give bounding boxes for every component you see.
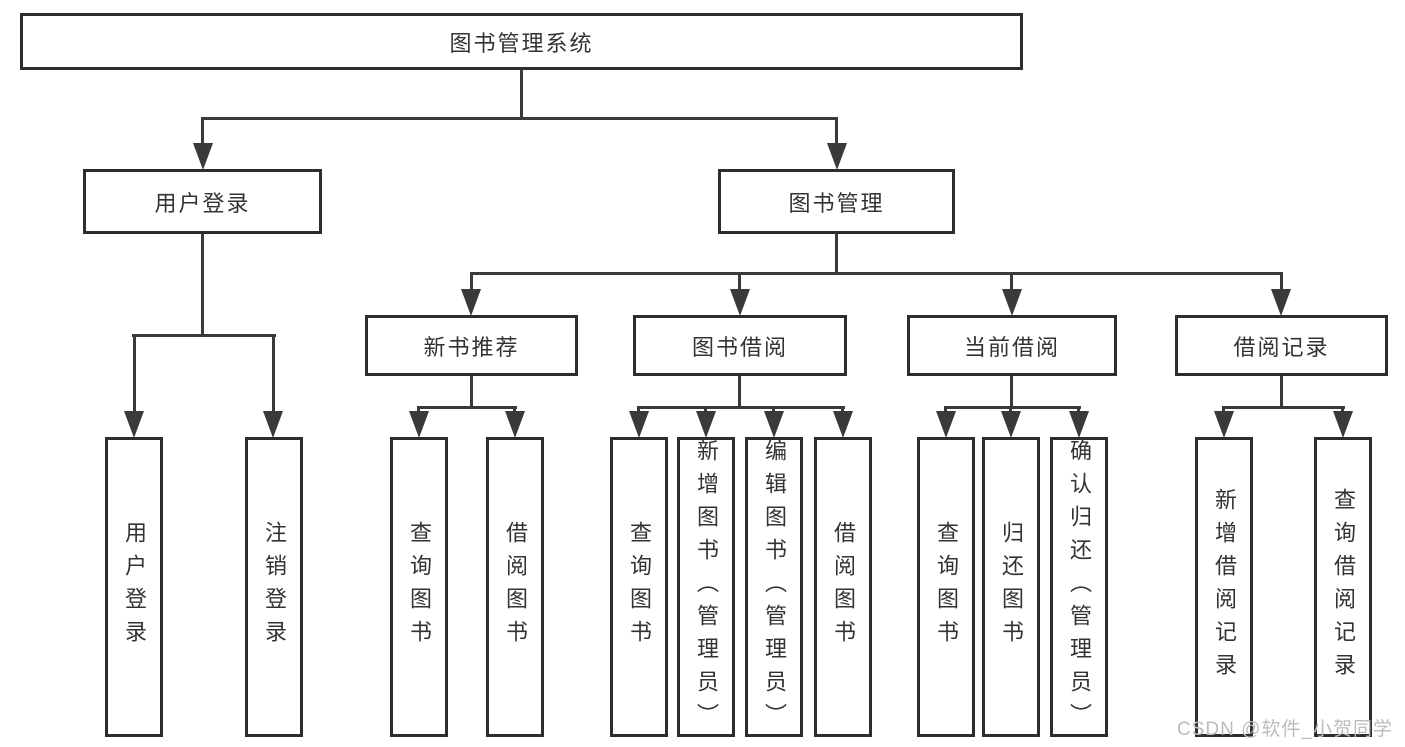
leaf-label: 注销登录 <box>262 521 287 653</box>
arrowhead-leaf <box>1001 411 1021 438</box>
leaf-logout: 注销登录 <box>245 437 303 737</box>
connector-borrow-records-branch <box>1222 406 1345 409</box>
connector-to-borrow-records <box>1280 272 1283 292</box>
node-library-management-system: 图书管理系统 <box>20 13 1023 70</box>
connector-to-user-login <box>201 117 204 145</box>
node-book-borrow: 图书借阅 <box>633 315 847 376</box>
arrowhead-leaf-logout <box>263 411 283 438</box>
leaf-edit-books-admin: 编辑图书（管理员） <box>745 437 803 737</box>
leaf-label: 查询借阅记录 <box>1331 488 1356 686</box>
arrowhead-leaf <box>1214 411 1234 438</box>
connector-new-book-branch <box>417 406 517 409</box>
leaf-confirm-return-admin: 确认归还（管理员） <box>1050 437 1108 737</box>
connector-book-borrow-branch <box>637 406 845 409</box>
node-label: 图书借阅 <box>691 334 788 360</box>
leaf-label: 用户登录 <box>122 521 147 653</box>
leaf-query-books-borrow: 查询图书 <box>610 437 668 737</box>
node-current-borrow: 当前借阅 <box>907 315 1117 376</box>
arrowhead-leaf <box>696 411 716 438</box>
leaf-query-books-recommend: 查询图书 <box>390 437 448 737</box>
leaf-label: 新增图书（管理员） <box>694 438 719 736</box>
node-label: 新书推荐 <box>423 334 520 360</box>
connector-to-current-borrow <box>1010 272 1013 292</box>
connector-leaf-line <box>1077 406 1080 414</box>
arrowhead-leaf <box>833 411 853 438</box>
node-label: 图书管理系统 <box>449 30 594 56</box>
connector-to-leaf-user-login <box>133 334 136 414</box>
connector-current-borrow-branch <box>944 406 1081 409</box>
leaf-return-books: 归还图书 <box>982 437 1040 737</box>
leaf-label: 查询图书 <box>407 521 432 653</box>
arrowhead-leaf <box>764 411 784 438</box>
connector-leaf-line <box>637 406 640 414</box>
arrowhead-leaf <box>1333 411 1353 438</box>
leaf-label: 归还图书 <box>999 521 1024 653</box>
connector-leaf-line <box>513 406 516 414</box>
node-new-book-recommend: 新书推荐 <box>365 315 578 376</box>
leaf-query-borrow-record: 查询借阅记录 <box>1314 437 1372 737</box>
arrowhead-book-management <box>827 143 847 170</box>
leaf-borrow-books-recommend: 借阅图书 <box>486 437 544 737</box>
arrowhead-book-borrow <box>730 289 750 316</box>
csdn-watermark: CSDN @软件_小贺同学 <box>1177 719 1393 740</box>
connector-leaf-line <box>1222 406 1225 414</box>
connector-book-borrow-stem <box>738 376 741 408</box>
leaf-label: 新增借阅记录 <box>1212 488 1237 686</box>
leaf-borrow-books: 借阅图书 <box>814 437 872 737</box>
node-user-login: 用户登录 <box>83 169 322 234</box>
connector-root-stem <box>520 69 523 119</box>
connector-to-new-book <box>470 272 473 292</box>
leaf-label: 查询图书 <box>934 521 959 653</box>
arrowhead-user-login <box>193 143 213 170</box>
connector-leaf-line <box>704 406 707 414</box>
arrowhead-leaf <box>409 411 429 438</box>
node-label: 图书管理 <box>788 190 885 216</box>
leaf-label: 借阅图书 <box>831 521 856 653</box>
arrowhead-new-book <box>461 289 481 316</box>
leaf-label: 查询图书 <box>627 521 652 653</box>
connector-borrow-records-stem <box>1280 376 1283 408</box>
connector-new-book-stem <box>470 376 473 408</box>
connector-current-borrow-stem <box>1010 376 1013 408</box>
node-label: 借阅记录 <box>1233 334 1330 360</box>
connector-to-book-borrow <box>738 272 741 292</box>
node-label: 用户登录 <box>154 190 251 216</box>
leaf-add-borrow-record: 新增借阅记录 <box>1195 437 1253 737</box>
connector-leaf-line <box>841 406 844 414</box>
connector-leaf-line <box>944 406 947 414</box>
connector-leaf-line <box>772 406 775 414</box>
arrowhead-borrow-records <box>1271 289 1291 316</box>
connector-to-book-management <box>835 117 838 145</box>
leaf-user-login: 用户登录 <box>105 437 163 737</box>
leaf-label: 借阅图书 <box>503 521 528 653</box>
connector-level3-branch <box>470 272 1283 275</box>
leaf-label: 编辑图书（管理员） <box>762 438 787 736</box>
arrowhead-leaf <box>1069 411 1089 438</box>
node-borrow-records: 借阅记录 <box>1175 315 1388 376</box>
arrowhead-leaf <box>629 411 649 438</box>
connector-user-login-branch <box>132 334 276 337</box>
connector-user-login-stem <box>201 233 204 336</box>
leaf-label: 确认归还（管理员） <box>1067 438 1092 736</box>
connector-leaf-line <box>1009 406 1012 414</box>
connector-leaf-line <box>417 406 420 414</box>
arrowhead-leaf-user-login <box>124 411 144 438</box>
node-book-management: 图书管理 <box>718 169 955 234</box>
arrowhead-current-borrow <box>1002 289 1022 316</box>
node-label: 当前借阅 <box>963 334 1060 360</box>
arrowhead-leaf <box>936 411 956 438</box>
connector-leaf-line <box>1341 406 1344 414</box>
connector-level2-branch <box>201 117 838 120</box>
leaf-query-books-current: 查询图书 <box>917 437 975 737</box>
connector-to-leaf-logout <box>272 334 275 414</box>
arrowhead-leaf <box>505 411 525 438</box>
connector-book-management-stem <box>835 233 838 274</box>
leaf-add-books-admin: 新增图书（管理员） <box>677 437 735 737</box>
